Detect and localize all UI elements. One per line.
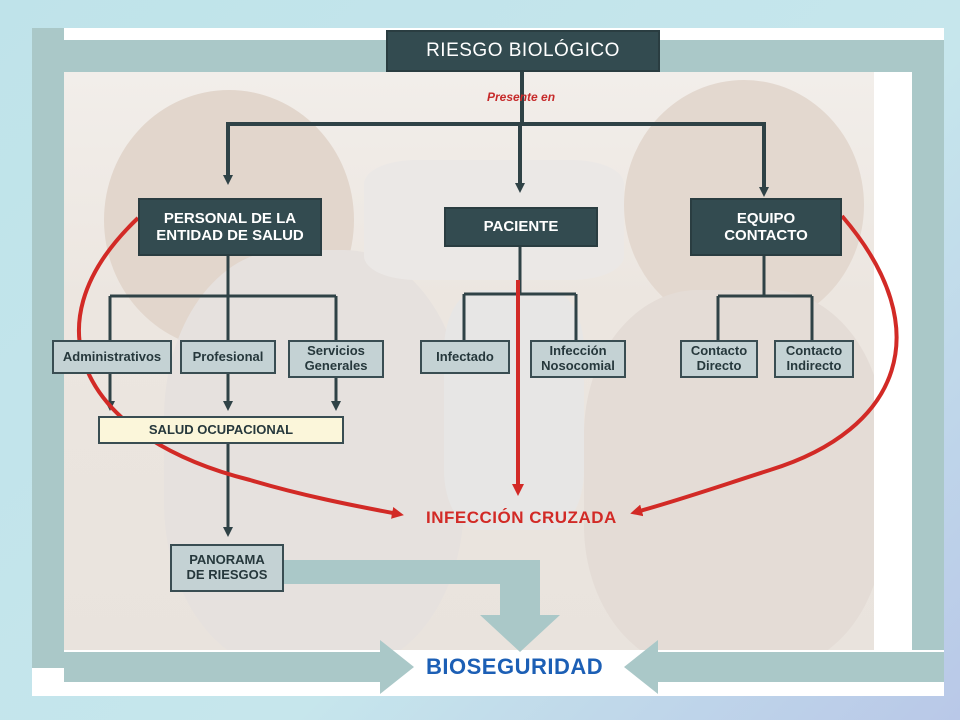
box-panorama-de-riesgos: PANORAMA DE RIESGOS	[170, 544, 284, 592]
box-infectado: Infectado	[420, 340, 510, 374]
box-servicios-generales: Servicios Generales	[288, 340, 384, 378]
box-contacto-directo: Contacto Directo	[680, 340, 758, 378]
frame-right	[912, 40, 944, 650]
bio-arrow-down	[284, 560, 560, 652]
bio-arrow-right	[624, 640, 944, 694]
box-profesional: Profesional	[180, 340, 276, 374]
box-administrativos: Administrativos	[52, 340, 172, 374]
title-riesgo-biologico: RIESGO BIOLÓGICO	[386, 30, 660, 72]
box-paciente: PACIENTE	[444, 207, 598, 247]
label-infeccion-cruzada: INFECCIÓN CRUZADA	[426, 508, 617, 527]
red-arrow-right	[630, 214, 899, 517]
presente-en-label: Presente en	[487, 90, 556, 104]
box-equipo: EQUIPO CONTACTO	[690, 198, 842, 256]
box-salud-ocupacional: SALUD OCUPACIONAL	[98, 416, 344, 444]
box-contacto-indirecto: Contacto Indirecto	[774, 340, 854, 378]
bio-arrow-left	[64, 640, 414, 694]
frame-top-right	[660, 40, 944, 72]
red-arrow-left	[77, 216, 404, 519]
label-bioseguridad: BIOSEGURIDAD	[426, 654, 604, 679]
box-personal: PERSONAL DE LA ENTIDAD DE SALUD	[138, 198, 322, 256]
box-infeccion-nosocomial: Infección Nosocomial	[530, 340, 626, 378]
frame-top	[32, 40, 388, 72]
